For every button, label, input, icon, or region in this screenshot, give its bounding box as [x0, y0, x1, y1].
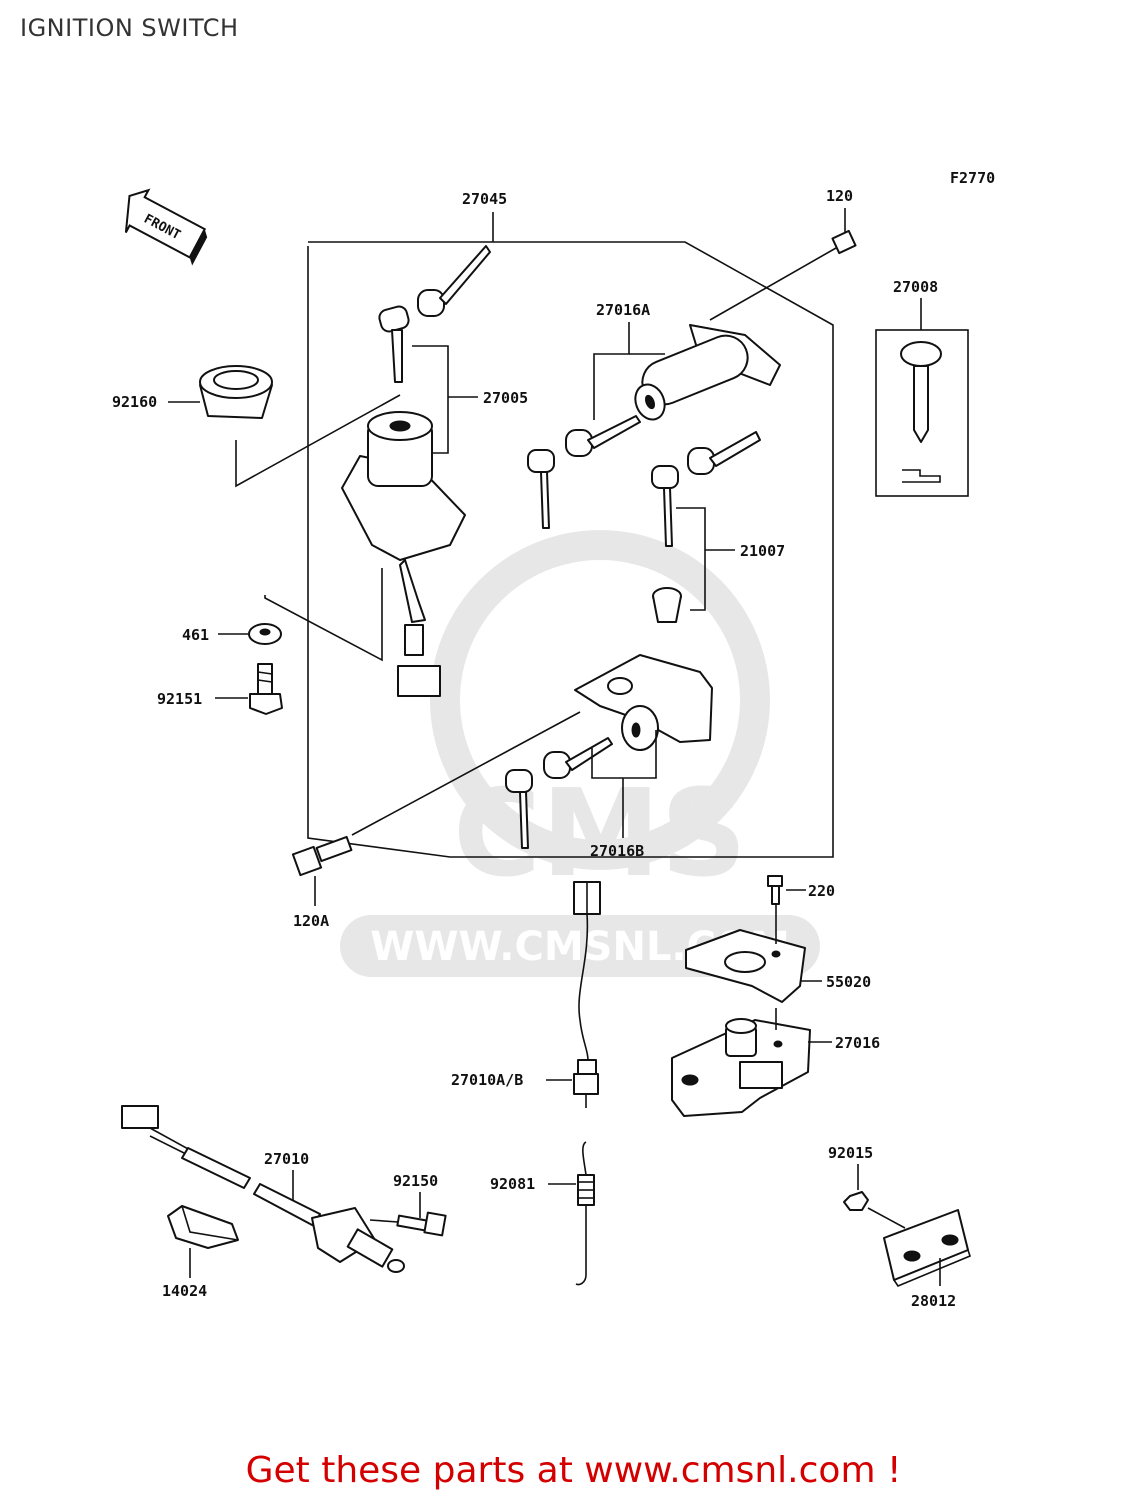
rubber-cap-92160-icon	[199, 365, 273, 419]
bolt-92151-icon	[249, 663, 283, 715]
part-label-27016: 27016	[835, 1034, 880, 1052]
nut-92015-icon	[843, 1191, 869, 1211]
part-label-220: 220	[808, 882, 835, 900]
washer-461-icon	[248, 623, 282, 645]
part-label-27010AB: 27010A/B	[451, 1071, 523, 1089]
key-card-27008-icon	[875, 329, 969, 497]
part-label-92015: 92015	[828, 1144, 873, 1162]
stop-switch-27010-icon	[121, 1105, 405, 1273]
key-pair-21007-icon	[527, 415, 761, 547]
screw-92150-icon	[396, 1211, 447, 1237]
part-label-92160: 92160	[112, 393, 157, 411]
part-label-27010: 27010	[264, 1150, 309, 1168]
lock-base-27016-icon	[671, 1018, 811, 1117]
screw-120-icon	[709, 229, 857, 321]
part-label-461: 461	[182, 626, 209, 644]
assembly-outline-27045	[307, 212, 834, 858]
plate-55020-icon	[685, 929, 806, 1003]
part-label-28012: 28012	[911, 1292, 956, 1310]
bolt-120A-icon	[291, 835, 353, 877]
watermark-logo-text: CMS	[453, 765, 747, 904]
part-label-92150: 92150	[393, 1172, 438, 1190]
lock-cylinder-27016A-icon	[634, 324, 781, 421]
seat-lock-27016B-icon	[505, 654, 713, 849]
footer-link[interactable]: Get these parts at www.cmsnl.com !	[0, 1450, 1147, 1491]
ignition-switch-body-icon	[341, 411, 466, 697]
part-label-21007: 21007	[740, 542, 785, 560]
part-label-27008: 27008	[893, 278, 938, 296]
part-label-27016B: 27016B	[590, 842, 644, 860]
part-label-27005: 27005	[483, 389, 528, 407]
part-label-120A: 120A	[293, 912, 329, 930]
part-label-27016A: 27016A	[596, 301, 650, 319]
wire-harness-27010AB-icon	[573, 881, 601, 1108]
parts-diagram: CMS WWW.CMSNL.COM F2770 FRONT 27045 120 …	[112, 169, 995, 1310]
figure-code: F2770	[950, 169, 995, 187]
part-label-14024: 14024	[162, 1282, 207, 1300]
lock-cap-21007-icon	[652, 587, 682, 623]
part-label-92081: 92081	[490, 1175, 535, 1193]
screw-220-icon	[767, 875, 783, 905]
part-label-92151: 92151	[157, 690, 202, 708]
part-label-27045: 27045	[462, 190, 507, 208]
cover-14024-icon	[167, 1205, 239, 1249]
ignition-key-pair-icon	[378, 245, 491, 383]
page-title: IGNITION SWITCH	[20, 14, 239, 42]
footer-link-text[interactable]: Get these parts at www.cmsnl.com !	[245, 1450, 902, 1491]
spring-92081-icon	[575, 1141, 595, 1286]
front-arrow-icon: FRONT	[124, 188, 208, 266]
part-label-55020: 55020	[826, 973, 871, 991]
label-plate-28012-icon	[883, 1209, 971, 1287]
part-label-120: 120	[826, 187, 853, 205]
